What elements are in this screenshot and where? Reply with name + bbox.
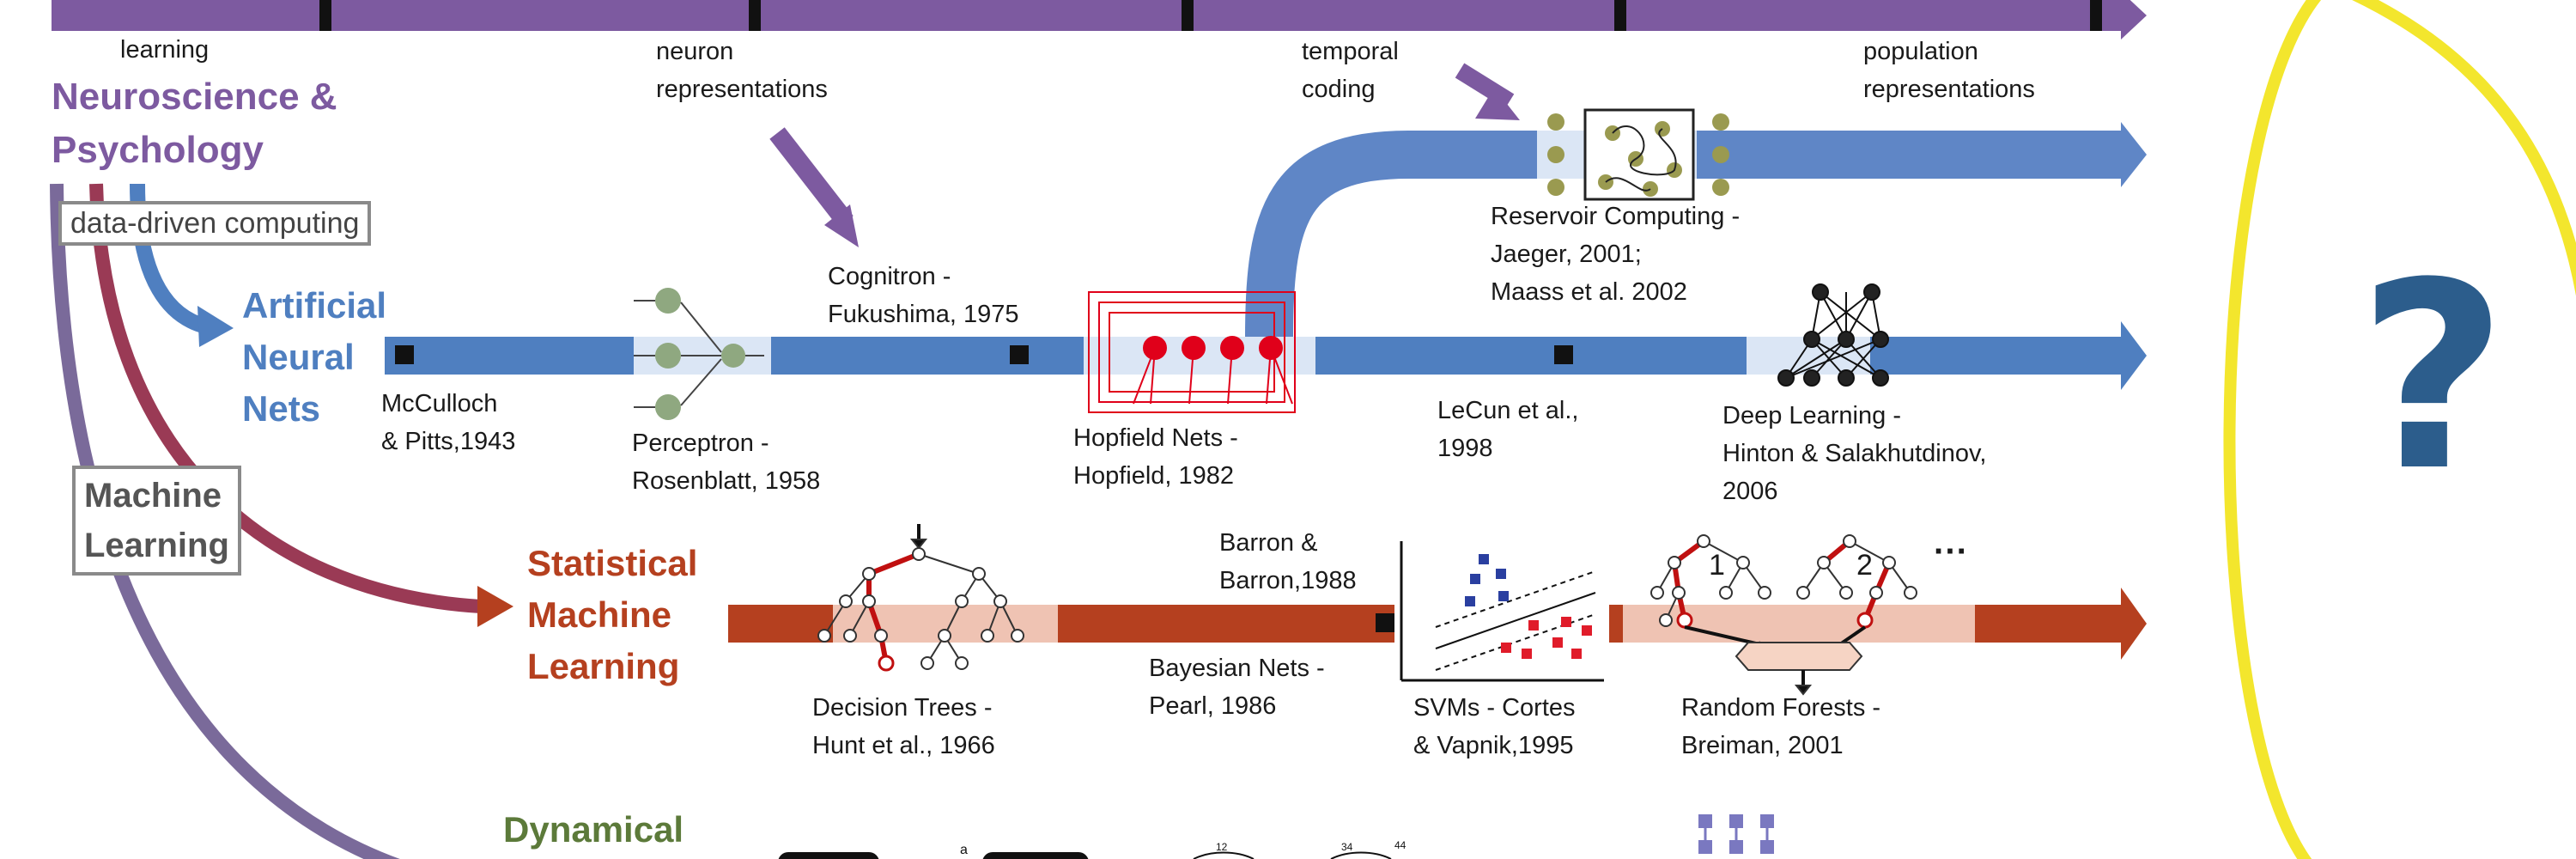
svg-text:44: 44 [1394, 839, 1406, 851]
caption-population-representations: population representations [1863, 38, 2035, 103]
yellow-oval [2223, 0, 2576, 859]
field-statistical-ml: Statistical Machine Learning [527, 543, 698, 686]
milestone-perceptron: Perceptron - Rosenblatt, 1958 [632, 430, 821, 495]
milestone-mcculloch: McCulloch & Pitts,1943 [381, 390, 516, 455]
caption-neuron-representations: neuron representations [656, 38, 828, 103]
milestone-barron: Barron & Barron,1988 [1219, 529, 1357, 594]
milestone-cognitron: Cognitron - Fukushima, 1975 [828, 263, 1019, 328]
random-forest-tree-2-label: 2 [1856, 549, 1873, 582]
perceptron-icon [634, 288, 764, 420]
milestone-deep-learning: Deep Learning - Hinton & Salakhutdinov, … [1722, 402, 1987, 505]
milestone-lecun: LeCun et al., 1998 [1437, 397, 1579, 462]
field-dynamical: Dynamical [503, 809, 684, 850]
random-forest-icon [1650, 534, 1917, 696]
milestone-bayesian-nets: Bayesian Nets - Pearl, 1986 [1149, 655, 1325, 720]
svg-text:12: 12 [1216, 841, 1228, 853]
purple-pointer-arrows [769, 63, 1520, 247]
milestone-reservoir: Reservoir Computing - Jaeger, 2001; Maas… [1491, 203, 1741, 306]
deep-learning-icon [1777, 283, 1889, 387]
random-forest-more-label: ··· [1934, 533, 1968, 570]
decision-tree-icon [817, 524, 1024, 672]
milestone-random-forests: Random Forests - Breiman, 2001 [1681, 694, 1881, 759]
caption-temporal-coding: temporal coding [1302, 38, 1399, 103]
stat-timeline-bar [728, 588, 2147, 660]
field-neuroscience: Neuroscience & Psychology [52, 76, 337, 171]
to-dynamical-curve [50, 183, 401, 859]
dynamical-row-icons: a 12 34 44 [778, 814, 1774, 859]
question-mark: ? [2358, 228, 2508, 527]
milestone-decision-trees: Decision Trees - Hunt et al., 1966 [812, 694, 995, 759]
random-forest-tree-1-label: 1 [1709, 549, 1725, 582]
hopfield-net-icon [1088, 291, 1296, 413]
svg-text:34: 34 [1341, 841, 1353, 853]
machine-learning-box: Machine Learning [72, 466, 241, 576]
reservoir-icon [1547, 108, 1729, 201]
milestone-svm: SVMs - Cortes & Vapnik,1995 [1413, 694, 1576, 759]
neuroscience-timeline-bar [52, 0, 2147, 40]
milestone-hopfield: Hopfield Nets - Hopfield, 1982 [1073, 424, 1238, 490]
caption-learning: learning [120, 36, 210, 64]
field-artificial-neural-nets: Artificial Neural Nets [242, 285, 387, 429]
data-driven-computing-box: data-driven computing [58, 201, 372, 246]
svm-plot-icon [1400, 541, 1604, 682]
svg-text:a: a [960, 843, 968, 857]
